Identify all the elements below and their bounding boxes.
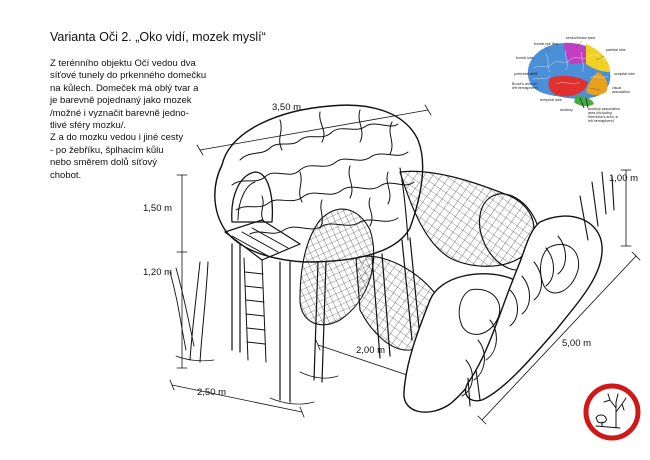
- dimension-label-tube-height: 1,00 m: [609, 173, 639, 184]
- brain-label-association: auditory association area (including Wer…: [588, 107, 620, 123]
- brain-label-auditory: auditory: [560, 108, 573, 112]
- dimension-label-front-width: 2,50 m: [197, 387, 227, 398]
- description-line: je barevně pojednaný jako mozek: [50, 95, 192, 107]
- ground-sketch: [175, 355, 339, 405]
- brand-logo: [583, 383, 641, 441]
- description-line: - po žebříku, šplhacím kůlu: [50, 144, 164, 156]
- description-line: Z terénního objektu Očí vedou dva: [50, 58, 196, 69]
- ladder: [243, 257, 267, 363]
- dimension-label-long-side: 5,00 m: [562, 338, 592, 349]
- brain-label-broca: Broca's area (in left hemisphere): [512, 82, 538, 90]
- tube-posts: [399, 167, 615, 407]
- description-line: chobot.: [50, 169, 82, 181]
- description-line: nebo směrem dolů síťový: [50, 157, 158, 169]
- description-line: tlivé sféry mozku/.: [50, 120, 127, 132]
- climbing-pole: [169, 261, 209, 363]
- page-title: Varianta Oči 2. „Oko vidí, mozek myslí“: [50, 30, 266, 44]
- brain-label-frontal: frontal lobe: [516, 56, 534, 60]
- brain-label-parietal: parietal lobe: [606, 48, 626, 52]
- description-line: síťové tunely do prkenného domečku: [50, 70, 207, 82]
- description-text: Z terénního objektu Očí vedou dva síťové…: [50, 58, 206, 182]
- dimension-label-middle-length: 2,00 m: [356, 345, 386, 356]
- dimension-label-top-width: 3,50 m: [272, 102, 302, 113]
- brain-label-somatosensory: sensorimotor area: [566, 36, 595, 40]
- brain-illustration: [527, 40, 611, 108]
- brain-label-frontal-eye: frontal eye field: [534, 42, 559, 46]
- description-line: na kůlech. Domeček má oblý tvar a: [50, 82, 199, 94]
- eye-terrain-object: [403, 215, 603, 413]
- brain-label-visual: visual association: [612, 86, 630, 94]
- brain-label-temporal: temporal lobe: [540, 98, 562, 102]
- dimension-lines: [169, 104, 641, 425]
- brain-label-occipital: occipital lobe: [614, 72, 635, 76]
- net-tunnel: [299, 170, 542, 351]
- dimension-label-upper-height: 1,50 m: [143, 203, 173, 214]
- dimension-label-lower-height: 1,20 m: [143, 267, 173, 278]
- description-line: /možné i vyznačit barevně jedno-: [50, 107, 189, 119]
- brain-label-prefrontal: prefrontal area: [514, 72, 538, 76]
- brain-house: [214, 104, 424, 263]
- description-line: Z a do mozku vedou i jiné cesty: [50, 132, 184, 144]
